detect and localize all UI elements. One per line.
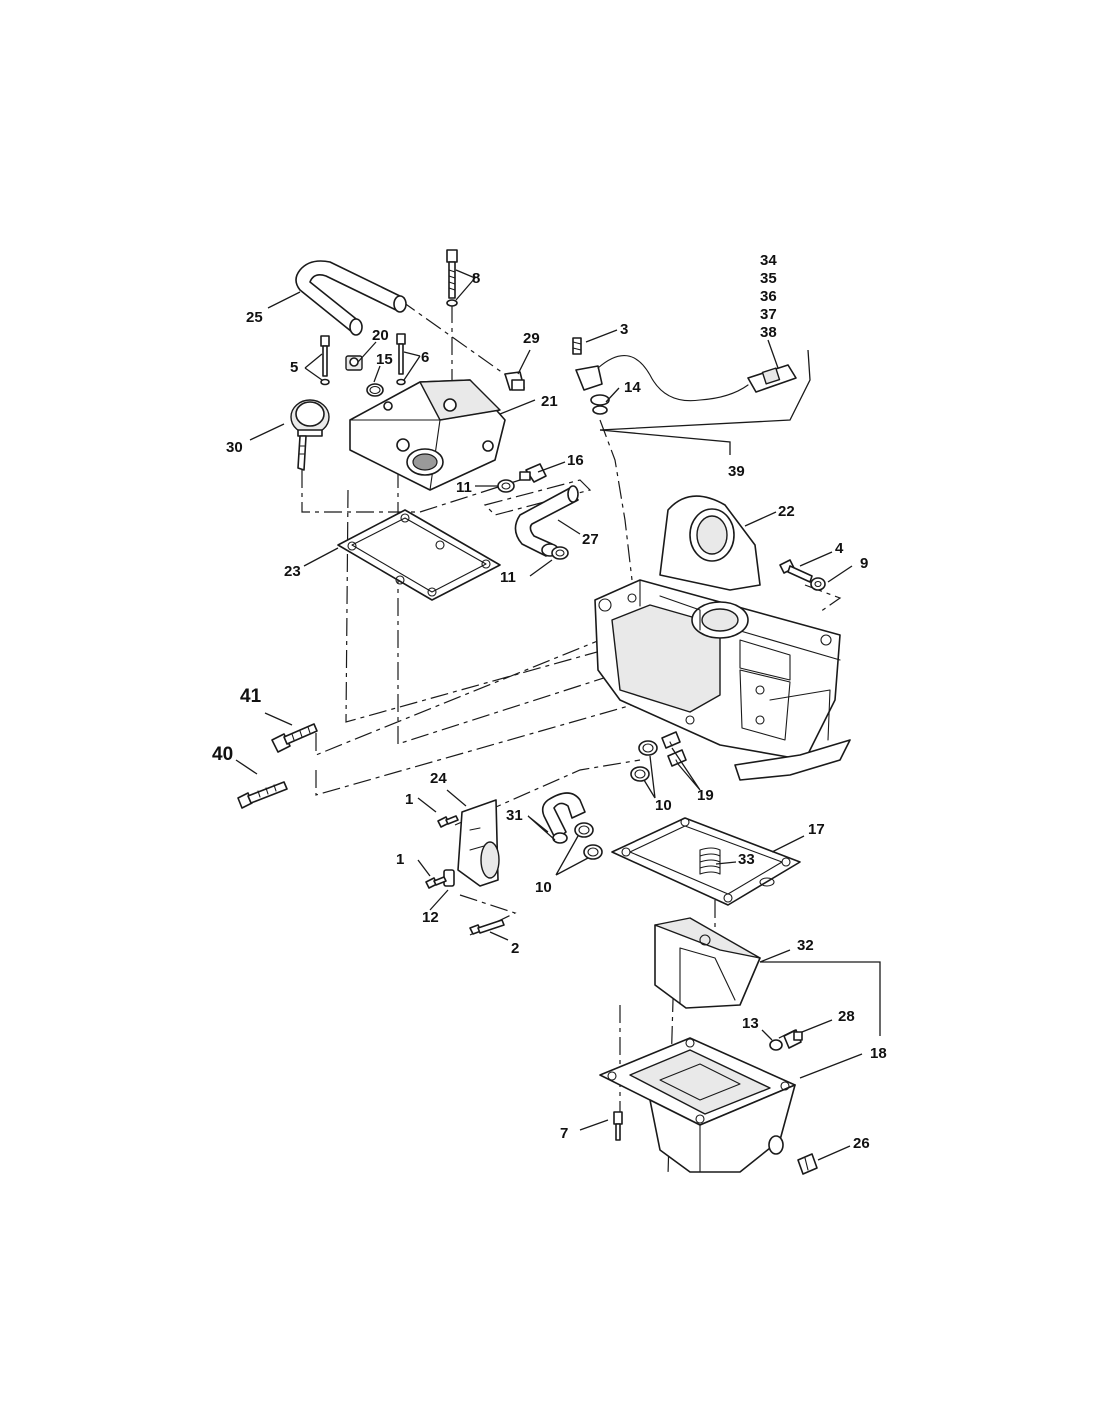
callout-labels: 25 8 20 15 5 6 29 21 30 16 11 27 11 23 3… (212, 252, 887, 1152)
callout-12: 12 (422, 909, 439, 926)
callout-25: 25 (246, 309, 263, 326)
callout-10b: 10 (535, 879, 552, 896)
screw-2 (469, 919, 505, 935)
callout-31: 31 (506, 807, 523, 824)
callout-39: 39 (728, 463, 745, 480)
bolt-7 (613, 1111, 623, 1141)
leader-lines (235, 269, 881, 1161)
callout-21: 21 (541, 393, 558, 410)
spring-33 (699, 847, 721, 875)
housing-22 (594, 495, 851, 781)
bolt-4 (779, 559, 813, 583)
clamps-10-upper (630, 740, 658, 782)
callout-15: 15 (376, 351, 393, 368)
callout-36: 36 (760, 288, 777, 305)
hose-u-25 (295, 260, 407, 336)
bracket-24 (457, 799, 500, 887)
callout-24: 24 (430, 770, 447, 787)
callout-32: 32 (797, 937, 814, 954)
clamp-11-lower (551, 546, 569, 560)
callout-23: 23 (284, 563, 301, 580)
oil-pan-18 (599, 1037, 796, 1173)
callout-17: 17 (808, 821, 825, 838)
callout-34: 34 (760, 252, 777, 269)
stud-41 (271, 723, 318, 753)
callout-18: 18 (870, 1045, 887, 1062)
dipstick-30 (290, 399, 330, 471)
callout-1a: 1 (405, 791, 413, 808)
callout-22: 22 (778, 503, 795, 520)
connector-34-38 (747, 364, 797, 393)
callout-20: 20 (372, 327, 389, 344)
callout-1b: 1 (396, 851, 404, 868)
screw-1-lower (425, 876, 447, 889)
plug-28 (783, 1029, 803, 1049)
switch-20 (345, 355, 384, 397)
callout-13: 13 (742, 1015, 759, 1032)
baffle-32 (654, 917, 761, 1009)
callout-8: 8 (472, 270, 480, 287)
hose-31 (541, 792, 586, 844)
fitting-29 (504, 371, 525, 391)
callout-11b: 11 (500, 569, 516, 586)
gasket-17 (611, 817, 801, 906)
callout-27: 27 (582, 531, 599, 548)
callout-30: 30 (226, 439, 243, 456)
callout-19: 19 (697, 787, 714, 804)
callout-37: 37 (760, 306, 777, 323)
clip-12 (443, 869, 455, 887)
callout-6: 6 (421, 349, 429, 366)
callout-10a: 10 (655, 797, 672, 814)
fittings-19 (661, 731, 687, 767)
callout-29: 29 (523, 330, 540, 347)
bolts-5-6 (320, 333, 406, 386)
callout-38: 38 (760, 324, 777, 341)
callout-7: 7 (560, 1125, 568, 1142)
callout-5: 5 (290, 359, 298, 376)
oring-13 (769, 1039, 783, 1051)
fitting-16 (519, 463, 547, 483)
callout-26: 26 (853, 1135, 870, 1152)
gasket-23 (337, 509, 501, 601)
callout-16: 16 (567, 452, 584, 469)
screw-1-upper (437, 815, 459, 828)
bolt-8 (446, 249, 458, 307)
callout-3: 3 (620, 321, 628, 338)
stud-40 (237, 781, 288, 809)
callout-11a: 11 (456, 479, 472, 496)
top-cover-21 (349, 379, 506, 491)
callout-35: 35 (760, 270, 777, 287)
callout-2: 2 (511, 940, 519, 957)
speed-sensor-3 (572, 337, 749, 415)
callout-28: 28 (838, 1008, 855, 1025)
callout-33: 33 (738, 851, 755, 868)
callout-41: 41 (240, 686, 262, 707)
washer-9 (810, 577, 826, 591)
callout-14: 14 (624, 379, 641, 396)
callout-40: 40 (212, 744, 233, 765)
callout-4: 4 (835, 540, 844, 557)
clamp-11-upper (497, 479, 515, 493)
clamps-10-lower (574, 822, 603, 860)
callout-9: 9 (860, 555, 868, 572)
drain-plug-26 (797, 1153, 818, 1175)
elbow-hose-27 (514, 485, 579, 557)
